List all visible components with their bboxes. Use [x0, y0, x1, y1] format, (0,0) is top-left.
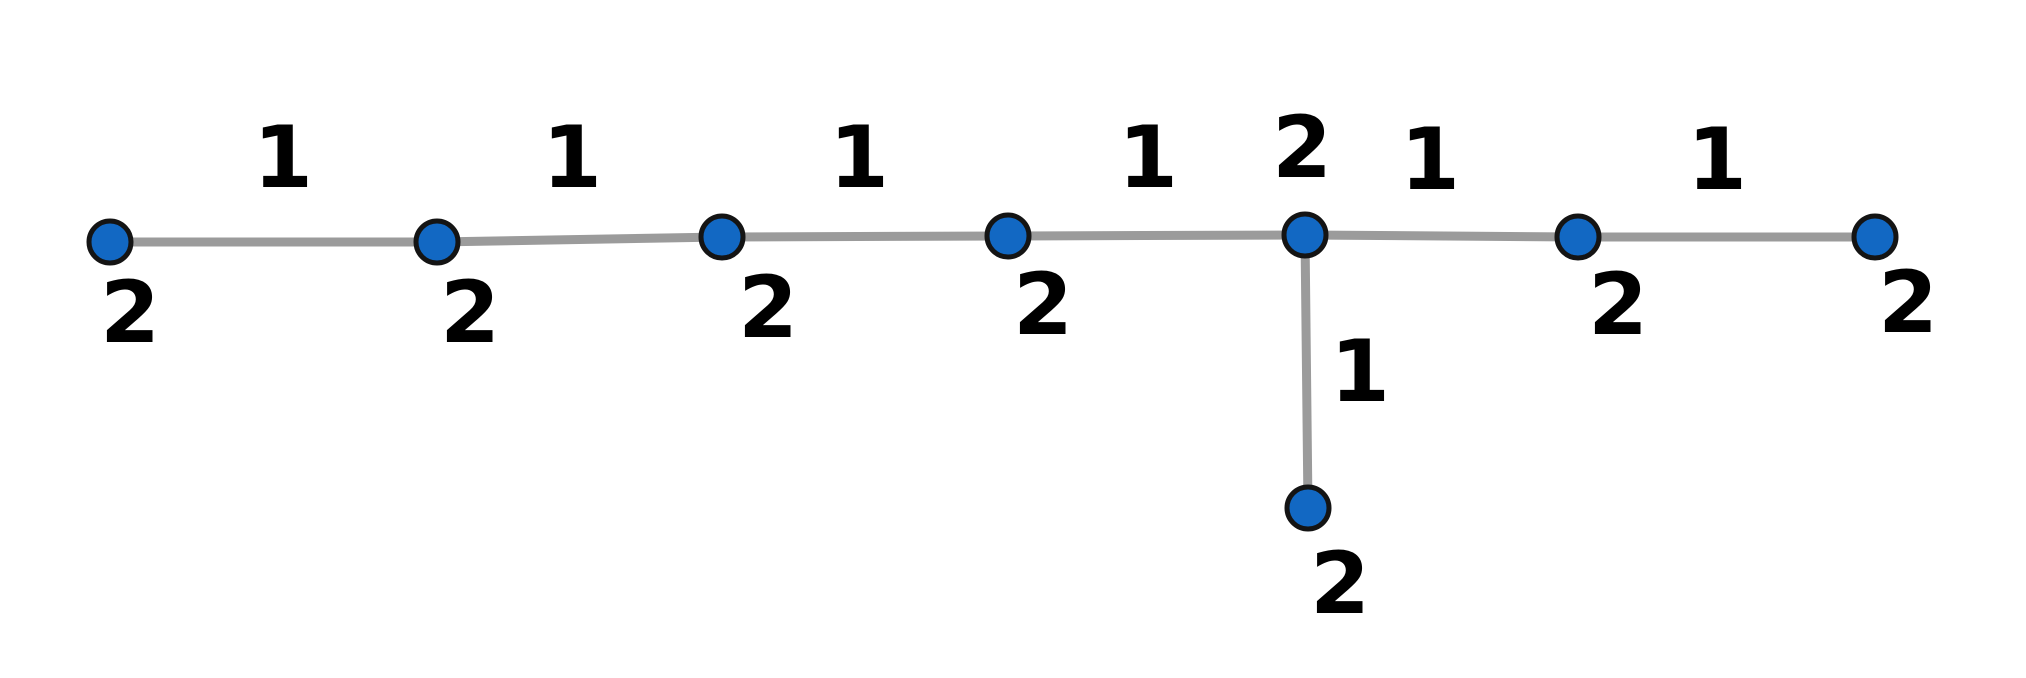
- node-label: 2: [738, 258, 798, 358]
- graph-edge: [1003, 230, 1310, 241]
- graph-edge: [717, 231, 1013, 242]
- edge-weight-label: 1: [1400, 110, 1460, 210]
- edge-weight-label: 1: [253, 108, 313, 208]
- node-label: 2: [1588, 255, 1648, 355]
- graph-edge: [1300, 230, 1583, 242]
- edge-weight-label: 1: [1118, 108, 1178, 208]
- graph-edge: [1300, 230, 1313, 513]
- node-label: 2: [100, 263, 160, 363]
- graph-edge: [432, 232, 727, 247]
- graph-node: [413, 218, 461, 266]
- edge-weight-label: 1: [829, 108, 889, 208]
- graph-node: [1281, 211, 1329, 259]
- node-label: 2: [1310, 534, 1370, 634]
- edge-weight-label: 1: [542, 108, 602, 208]
- node-label: 2: [1013, 255, 1073, 355]
- edge-weight-label: 1: [1330, 322, 1390, 422]
- graph-node: [86, 218, 134, 266]
- graph-node: [1284, 484, 1332, 532]
- graph-node: [698, 213, 746, 261]
- node-label: 2: [1878, 253, 1938, 353]
- graph-node: [1851, 213, 1899, 261]
- graph-node: [984, 212, 1032, 260]
- node-label: 2: [1272, 98, 1332, 198]
- node-label: 2: [440, 263, 500, 363]
- graph-node: [1554, 213, 1602, 261]
- edge-weight-label: 1: [1687, 110, 1747, 210]
